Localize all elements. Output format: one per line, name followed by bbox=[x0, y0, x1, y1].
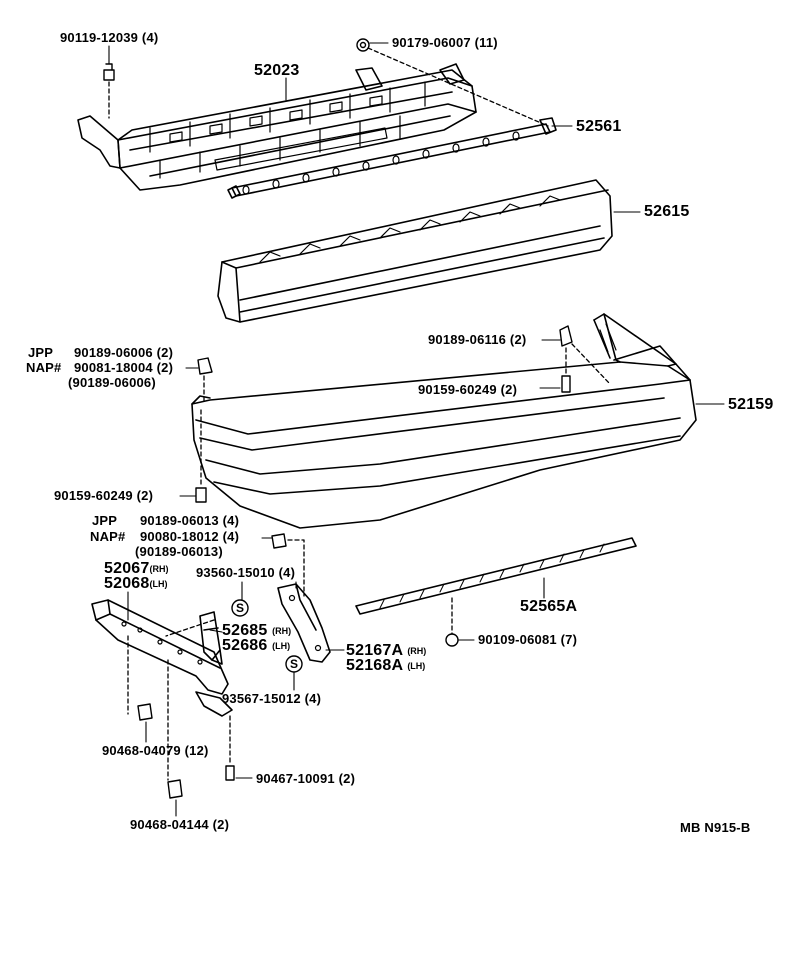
label-52168A: 52168A (LH) bbox=[346, 657, 426, 674]
label-52167A: 52167A (RH) bbox=[346, 642, 427, 659]
label-jpp-2: JPP bbox=[92, 513, 118, 528]
retainer-52561 bbox=[227, 117, 557, 199]
stay-52167A bbox=[277, 583, 331, 663]
label-90189-06006-alt: (90189-06006) bbox=[68, 375, 156, 390]
fasteners bbox=[103, 38, 573, 799]
label-90189-06006: 90189-06006 (2) bbox=[74, 345, 174, 360]
reference-code: MB N915-B bbox=[680, 820, 751, 835]
sealant-mark-lower: S bbox=[290, 657, 299, 671]
label-90080-18012: 90080-18012 (4) bbox=[140, 529, 240, 544]
label-jpp-1: JPP bbox=[28, 345, 54, 360]
label-90179-06007: 90179-06007 (11) bbox=[392, 35, 498, 50]
label-90159-60249-left: 90159-60249 (2) bbox=[54, 488, 154, 503]
seal-52565A bbox=[355, 537, 637, 615]
label-52561: 52561 bbox=[576, 118, 622, 135]
label-52067: 52067(RH) bbox=[104, 560, 169, 577]
label-93567-15012: 93567-15012 (4) bbox=[222, 691, 322, 706]
label-52686: 52686 (LH) bbox=[222, 637, 291, 654]
label-90467-10091: 90467-10091 (2) bbox=[256, 771, 356, 786]
bumper-cover-52159 bbox=[191, 313, 697, 529]
label-52685: 52685 (RH) bbox=[222, 622, 292, 639]
bracket-52067 bbox=[91, 599, 233, 717]
label-90109-06081: 90109-06081 (7) bbox=[478, 632, 578, 647]
label-52615: 52615 bbox=[644, 203, 690, 220]
label-52159: 52159 bbox=[728, 396, 774, 413]
label-nap-2: NAP# bbox=[90, 529, 126, 544]
label-90189-06116: 90189-06116 (2) bbox=[428, 332, 527, 347]
label-90189-06013: 90189-06013 (4) bbox=[140, 513, 240, 528]
label-90119-12039: 90119-12039 (4) bbox=[60, 30, 159, 45]
label-52068: 52068(LH) bbox=[104, 575, 168, 592]
leader-lines bbox=[108, 42, 725, 817]
label-52565A: 52565A bbox=[520, 598, 578, 615]
label-90159-60249-right: 90159-60249 (2) bbox=[418, 382, 518, 397]
label-nap-1: NAP# bbox=[26, 360, 62, 375]
reinforcement-52023 bbox=[77, 63, 477, 191]
label-90468-04079: 90468-04079 (12) bbox=[102, 743, 209, 758]
absorber-52615 bbox=[217, 179, 613, 323]
sealant-mark-upper: S bbox=[236, 601, 245, 615]
label-90081-18004: 90081-18004 (2) bbox=[74, 360, 174, 375]
assembly-dashed-lines bbox=[108, 47, 611, 781]
bracket-52685 bbox=[199, 611, 223, 665]
label-93560-15010: 93560-15010 (4) bbox=[196, 565, 296, 580]
label-90189-06013-alt: (90189-06013) bbox=[135, 544, 223, 559]
label-52023: 52023 bbox=[254, 62, 300, 79]
label-90468-04144: 90468-04144 (2) bbox=[130, 817, 230, 832]
